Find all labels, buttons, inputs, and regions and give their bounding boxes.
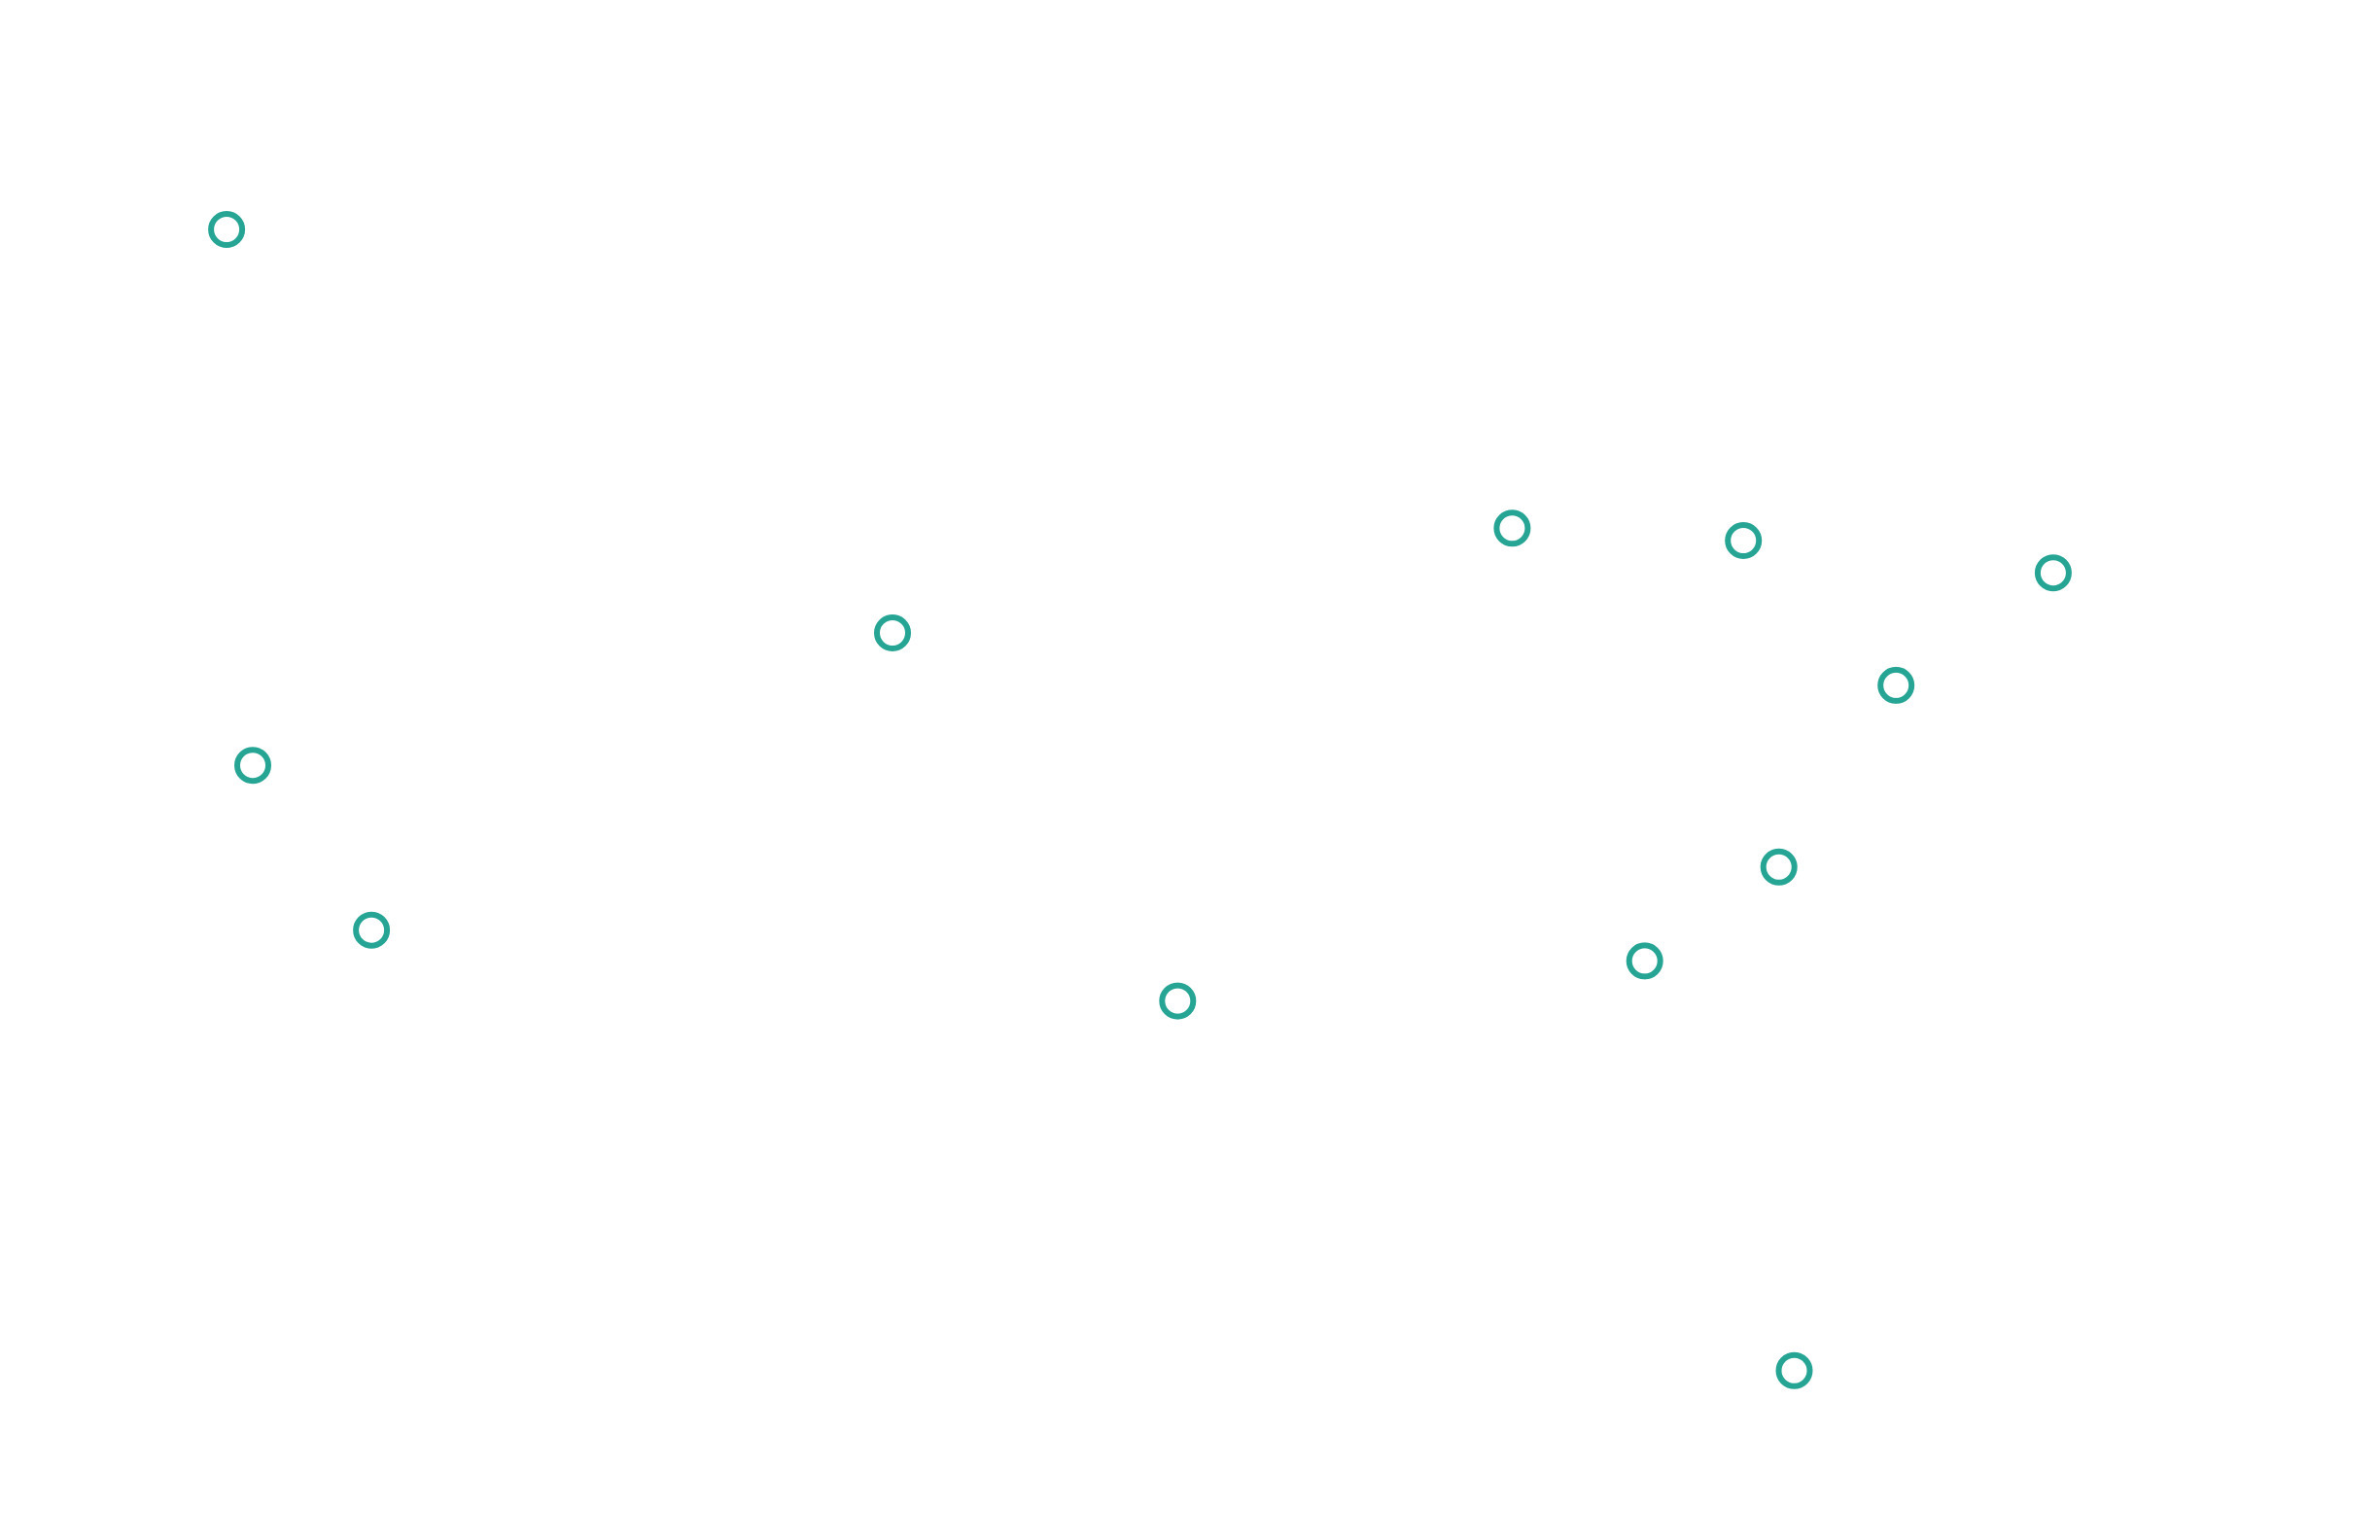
scatter-point bbox=[353, 911, 391, 949]
scatter-point bbox=[1760, 848, 1798, 886]
scatter-point bbox=[1626, 942, 1663, 980]
scatter-series bbox=[208, 211, 2072, 1389]
scatter-point bbox=[1725, 522, 1763, 559]
scatter-point bbox=[2034, 554, 2072, 592]
scatter-point bbox=[1775, 1351, 1813, 1389]
scatter-point bbox=[1493, 509, 1531, 547]
scatter-point bbox=[874, 614, 911, 651]
scatter-point bbox=[208, 211, 246, 248]
scatter-point bbox=[1159, 982, 1197, 1020]
scatter-point bbox=[1877, 666, 1915, 704]
scatter-point bbox=[234, 747, 271, 785]
